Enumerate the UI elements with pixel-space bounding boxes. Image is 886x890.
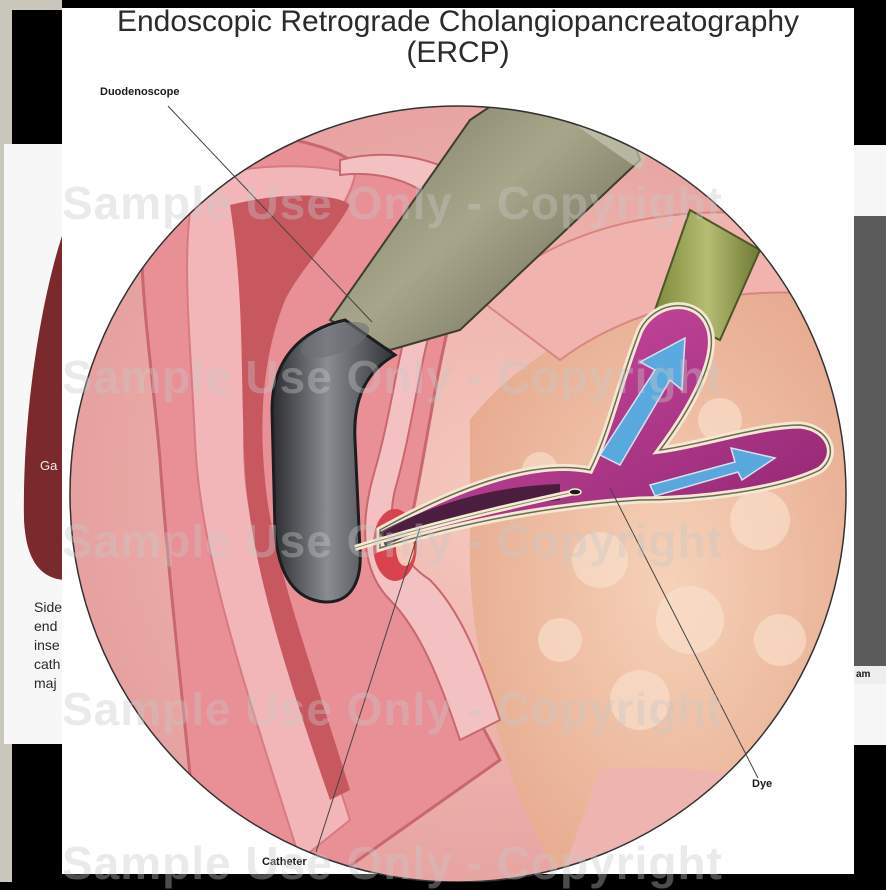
right-panel-fragment: am (856, 669, 870, 680)
left-panel-caption: Side end inse cath maj (34, 598, 64, 693)
diagram-subtitle: (ERCP) (62, 37, 854, 69)
top-margin-strip (0, 0, 62, 10)
caption-line: end (34, 617, 64, 636)
catheter-label: Catheter (262, 856, 307, 868)
duodenoscope-label: Duodenoscope (100, 86, 179, 98)
left-panel-fragment: Ga (40, 458, 57, 473)
right-panel-xray (852, 216, 886, 666)
caption-line: inse (34, 636, 64, 655)
dye-label: Dye (752, 778, 772, 790)
caption-line: cath (34, 655, 64, 674)
catheter-tip (569, 489, 581, 495)
diagram-title: Endoscopic Retrograde Cholangiopancreato… (62, 6, 854, 38)
caption-line: Side (34, 598, 64, 617)
left-margin-upper (0, 10, 12, 145)
caption-line: maj (34, 674, 64, 693)
